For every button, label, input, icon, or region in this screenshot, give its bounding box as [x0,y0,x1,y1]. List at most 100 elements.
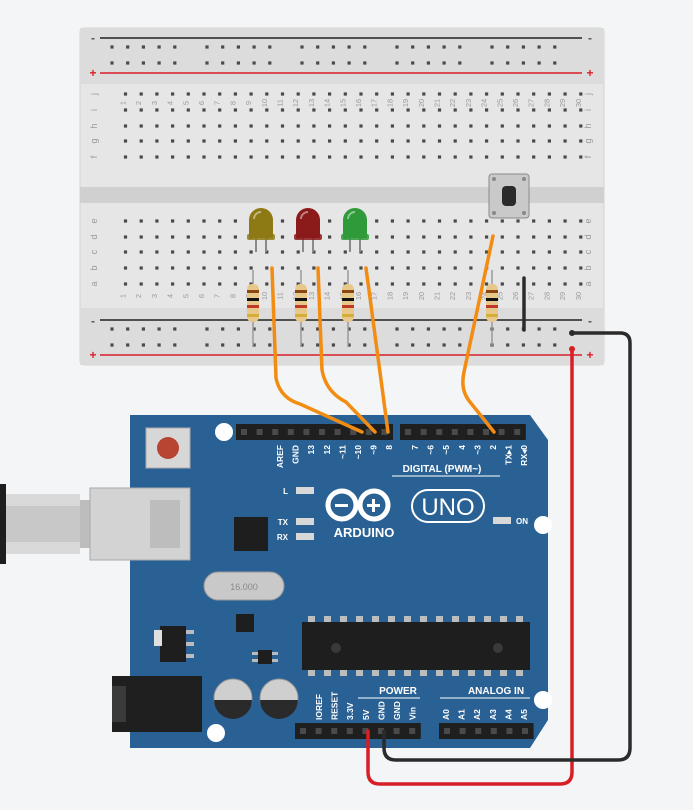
row-letter: e [89,218,99,223]
column-number: 13 [307,292,316,300]
row-letter: h [583,123,593,128]
column-number: 7 [213,294,222,298]
column-number: 24 [480,292,489,300]
header-socket [439,723,534,739]
column-number: 27 [527,292,536,300]
red-led[interactable] [294,208,322,252]
tx-led-label: TX [278,518,289,527]
row-letter: d [89,234,99,239]
pin-label: 2 [488,445,498,450]
reset-button[interactable] [145,427,191,469]
resistor [486,270,498,346]
column-number: 10 [260,99,269,107]
crystal-oscillator: 16.000 [203,571,285,601]
column-number: 5 [181,101,190,105]
breadboard-holes [110,45,583,347]
column-number: 29 [558,99,567,107]
row-letter: a [89,281,99,286]
row-letter: h [89,123,99,128]
column-number: 6 [197,294,206,298]
voltage-regulator [154,626,194,662]
breadboard-center-channel [80,187,604,203]
row-letter: g [89,138,99,143]
column-number: 30 [574,99,583,107]
pin-label: 12 [322,445,332,455]
wire-led-yellow-to-pin10 [270,266,364,434]
pin-label: RESET [330,691,340,720]
pin-label: 13 [306,445,316,455]
column-number: 4 [166,294,175,298]
column-number: 25 [495,99,504,107]
pin-label: A5 [519,709,529,720]
column-number: 12 [291,99,300,107]
row-letter: i [583,109,593,111]
uno-badge [411,489,485,523]
column-number: 27 [527,99,536,107]
column-number: 19 [401,292,410,300]
column-number: 30 [574,292,583,300]
resistor [295,270,307,346]
column-number: 23 [464,99,473,107]
column-number: 8 [228,101,237,105]
pin-label: 5V [361,709,371,720]
pin-label: AREF [275,445,285,468]
row-letter: c [583,249,593,254]
resistor [247,270,259,346]
yellow-led[interactable] [247,208,275,252]
column-number: 26 [511,292,520,300]
pin-label: ~10 [353,445,363,460]
pin-label: RX◂0 [519,445,529,466]
column-number: 20 [417,99,426,107]
column-number: 1 [119,101,128,105]
column-number: 18 [385,99,394,107]
row-letter: d [583,234,593,239]
row-letter: j [583,93,593,96]
pin-label: TX▸1 [504,445,514,465]
wire-button-to-pin2 [461,234,496,434]
crystal-label: 16.000 [230,582,258,592]
pin-label: GND [376,701,386,720]
pin-label: GND [291,445,301,464]
pin-label: IOREF [314,694,324,720]
pushbutton[interactable] [488,173,530,219]
column-number: 13 [307,99,316,107]
resistor-group [247,270,498,346]
pin-headers [236,424,534,739]
arduino-brand: ARDUINO [334,525,395,540]
column-number: 11 [276,99,285,107]
column-number: 16 [354,292,363,300]
breadboard-labels: jjiihhggffeeddccbbaa11223344556677889910… [89,31,594,362]
l-led [296,487,314,494]
column-number: 4 [166,101,175,105]
pin-label: ~11 [337,445,347,459]
column-number: 20 [417,292,426,300]
column-number: 5 [181,294,190,298]
analog-section-label: ANALOG IN [468,686,524,697]
pin-label: ~3 [472,445,482,455]
rail-symbol-minus: - [91,314,95,328]
pin-label: 3.3V [345,702,355,720]
pin-label: A3 [488,709,498,720]
column-number: 22 [448,99,457,107]
column-number: 18 [385,292,394,300]
on-led [493,517,511,524]
column-number: 6 [197,101,206,105]
wire-led-green-to-pin8 [364,266,390,434]
row-letter: e [583,218,593,223]
led-group [247,208,369,252]
row-letter: a [583,281,593,286]
row-letter: f [583,155,593,158]
smd-transistor [252,650,278,664]
pin-label: A4 [503,709,513,720]
pin-label: 7 [410,445,420,450]
row-letter: b [89,265,99,270]
rail-symbol-plus: + [89,348,96,362]
pin-label: A0 [441,709,451,720]
column-number: 17 [370,292,379,300]
mounting-hole [207,724,225,742]
tx-led [296,518,314,525]
green-led[interactable] [341,208,369,252]
rail-symbol-minus: - [588,31,592,45]
header-socket [295,723,421,739]
